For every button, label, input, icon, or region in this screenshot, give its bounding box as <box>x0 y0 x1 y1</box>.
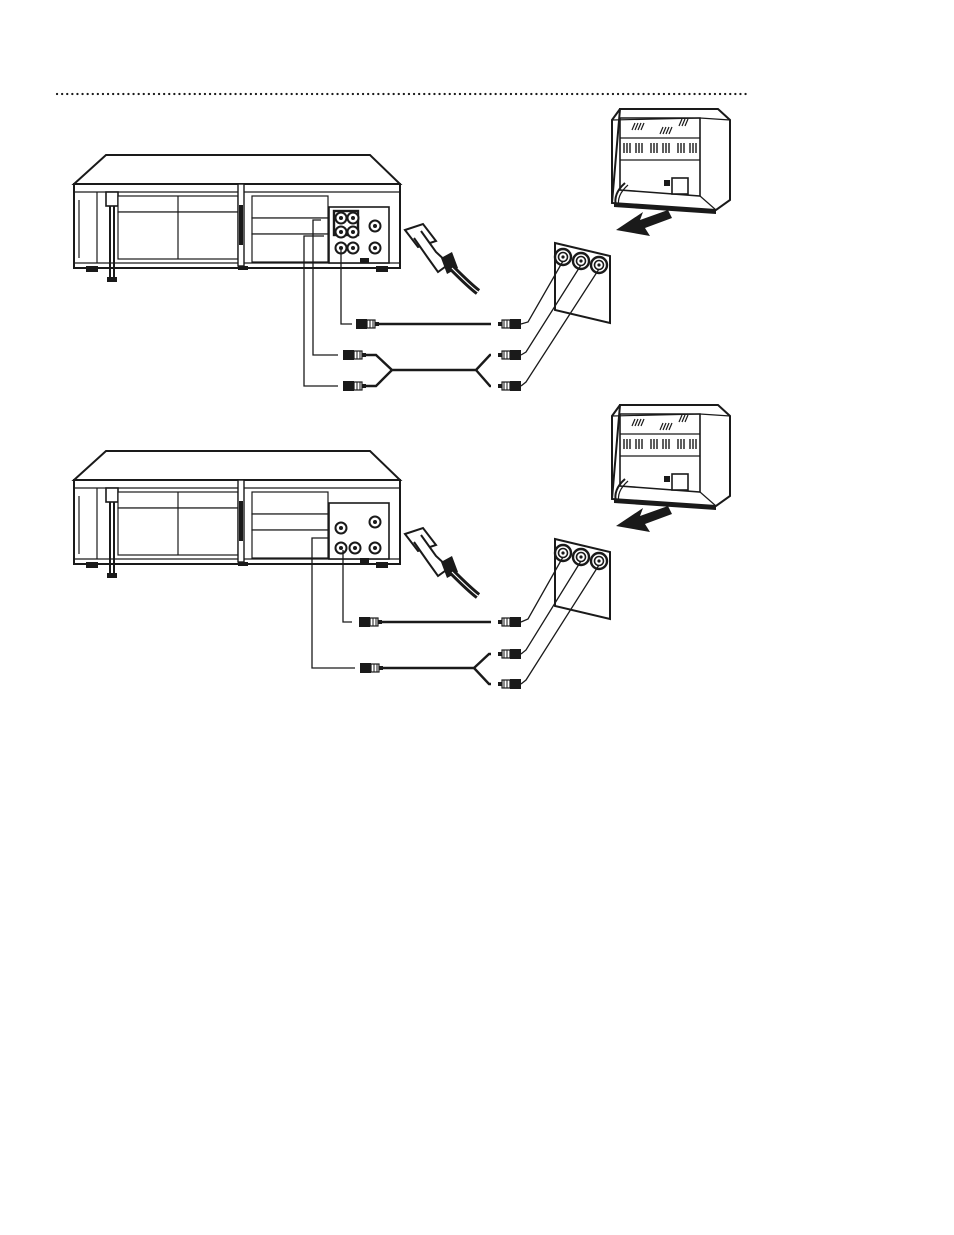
rca-cable-split <box>360 649 521 689</box>
rca-cable-pair <box>343 350 521 391</box>
rf-coaxial-plug-icon <box>405 224 478 292</box>
television-rear-view-icon <box>612 109 730 214</box>
rf-coaxial-plug-icon <box>405 528 478 596</box>
lower-diagram <box>74 405 730 689</box>
vcr-rear-view-icon <box>74 451 400 578</box>
rca-cable-single <box>359 617 521 627</box>
direction-arrow-icon <box>616 210 672 236</box>
vcr-rear-view-icon <box>74 155 400 282</box>
tv-jack-panel-icon <box>555 243 610 323</box>
television-rear-view-icon <box>612 405 730 510</box>
tv-jack-panel-icon <box>555 539 610 619</box>
rca-cable-single <box>356 319 521 329</box>
upper-diagram <box>74 109 730 391</box>
direction-arrow-icon <box>616 506 672 532</box>
